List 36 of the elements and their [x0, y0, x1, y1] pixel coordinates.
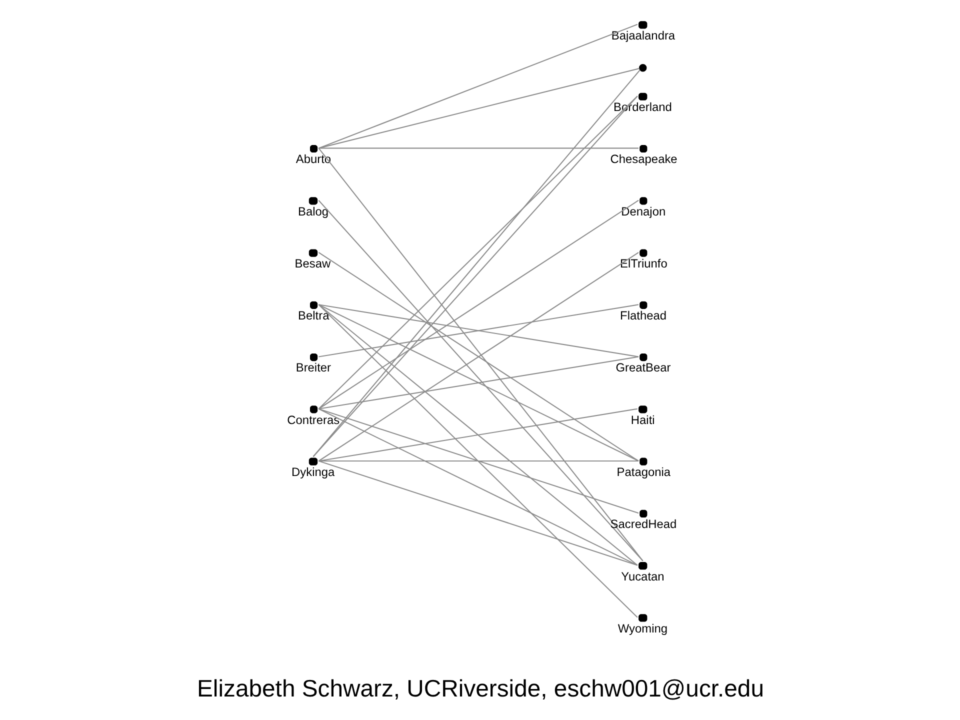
- connector: [318, 200, 638, 410]
- connector: [318, 408, 638, 514]
- connector: [318, 304, 638, 618]
- connector: [318, 304, 638, 462]
- node-label: Patagonia: [616, 464, 670, 479]
- connector: [318, 460, 638, 566]
- connector: [318, 356, 638, 410]
- connector: [318, 24, 638, 149]
- connector: [318, 252, 638, 462]
- node-label: Balog: [298, 204, 328, 218]
- node-label: Denajon: [620, 204, 666, 218]
- node-label: Aburto: [295, 152, 331, 166]
- node-circle: [638, 64, 646, 72]
- node-label: Besaw: [294, 256, 330, 270]
- connector: [318, 408, 638, 566]
- connector: [318, 68, 639, 149]
- connector: [318, 460, 638, 462]
- node-label: ElTriunfo: [620, 256, 667, 270]
- connector: [318, 304, 638, 358]
- node-label: Breiter: [295, 360, 331, 375]
- node-label: Yucatan: [620, 569, 664, 584]
- connector: [318, 148, 638, 149]
- node-label: Bajaalandra: [610, 28, 675, 42]
- connector: [318, 408, 638, 462]
- node-label: Beltra: [298, 308, 329, 323]
- node-label: Haiti: [630, 412, 654, 427]
- connector: [318, 304, 638, 566]
- node-label: Dykinga: [291, 464, 334, 479]
- node-label: Wyoming: [617, 621, 668, 636]
- node-label: Chesapeake: [610, 152, 677, 166]
- node-label: GreatBear: [615, 360, 670, 375]
- node-label: Contreras: [286, 412, 340, 427]
- node-label: Borderland: [613, 100, 672, 114]
- node-label: SacredHead: [610, 517, 676, 532]
- node-label: Flathead: [620, 308, 666, 323]
- caption: Elizabeth Schwarz, UCRiverside, eschw001@ucr.edu: [196, 675, 764, 702]
